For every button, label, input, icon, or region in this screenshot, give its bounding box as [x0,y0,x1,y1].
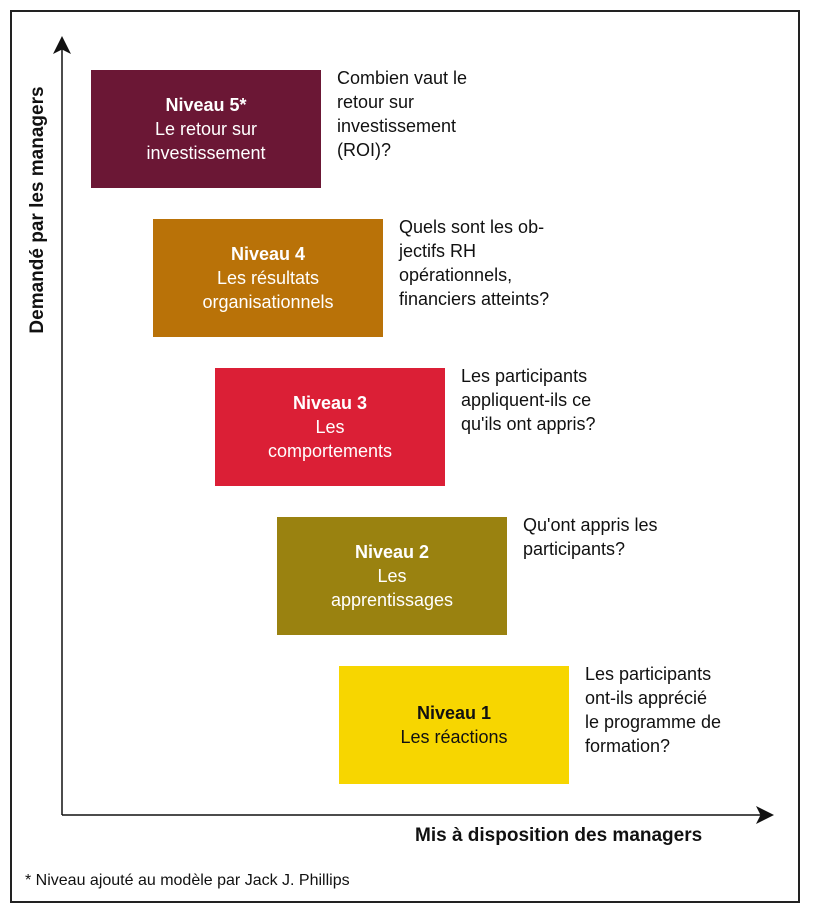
level-box: Niveau 2 Les apprentissages [277,517,507,635]
level-subtitle-line: Le retour sur [154,119,258,139]
level-subtitle-line: Les réactions [400,727,508,747]
x-axis-label: Mis à disposition des managers [415,825,703,846]
level-question: Quels sont les ob- jectifs RH opérationn… [399,217,550,309]
level-box: Niveau 1 Les réactions [339,666,569,784]
level-box: Niveau 5* Le retour sur investissement [91,70,321,188]
level-box: Niveau 4 Les résultats organisationnels [153,219,383,337]
footnote: * Niveau ajouté au modèle par Jack J. Ph… [25,872,350,889]
level-question: Les participants appliquent-ils ce qu'il… [461,366,596,434]
level-subtitle-line: organisationnels [202,292,334,312]
level-title: Niveau 2 [354,542,430,562]
level-question: Qu'ont appris les participants? [523,515,658,559]
level-title: Niveau 1 [416,703,492,723]
level-subtitle-line: Les [315,417,345,437]
level-subtitle-line: Les résultats [216,268,320,288]
level-question: Combien vaut le retour sur investissemen… [337,68,468,160]
level-subtitle-line: investissement [146,143,266,163]
level-title: Niveau 4 [230,244,306,264]
level-question: Les participants ont-ils apprécié le pro… [585,664,722,756]
level-subtitle-line: comportements [267,441,393,461]
level-box: Niveau 3 Les comportements [215,368,445,486]
level-subtitle-line: Les [377,566,407,586]
level-subtitle-line: apprentissages [330,590,454,610]
level-title: Niveau 5* [165,95,247,115]
y-axis-label: Demandé par les managers [27,86,48,334]
level-title: Niveau 3 [292,393,368,413]
